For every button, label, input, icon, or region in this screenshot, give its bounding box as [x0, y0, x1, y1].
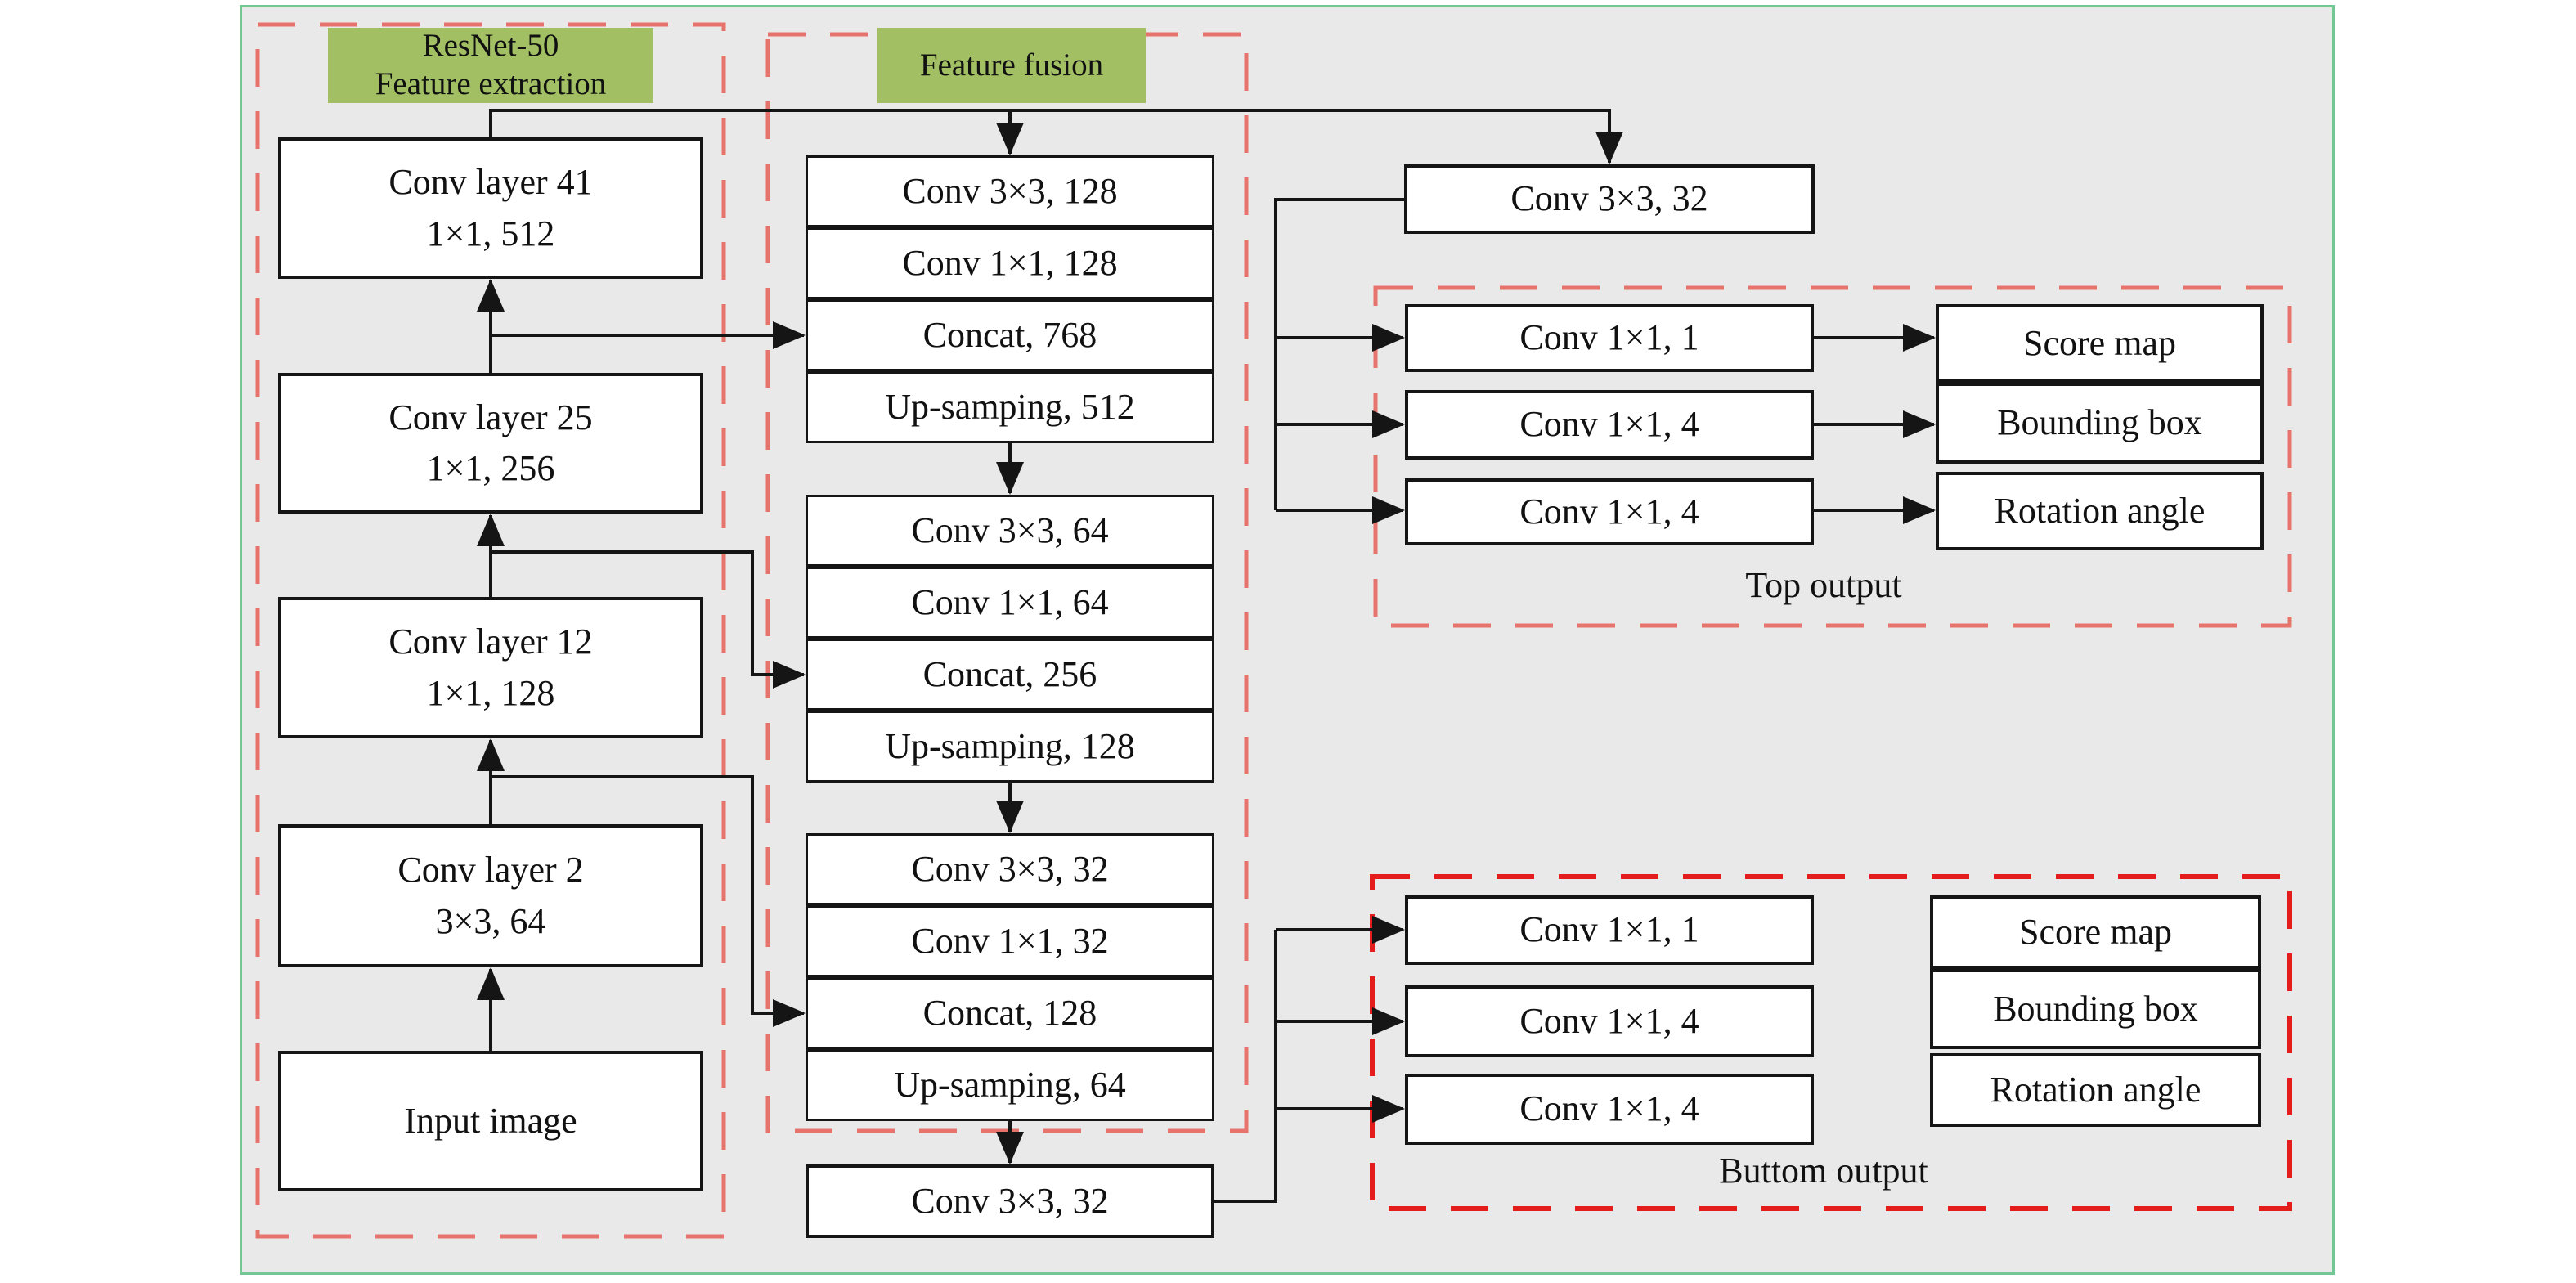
top-rotation-angle-text: Rotation angle [1994, 490, 2206, 531]
wire-top-feeder [1274, 198, 1404, 510]
fusion-final-conv-box: Conv 3×3, 32 [806, 1164, 1214, 1238]
conv-layer-25-box: Conv layer 25 1×1, 256 [278, 373, 703, 514]
fusion1-concat-box: Concat, 768 [806, 299, 1214, 371]
fusion2-upsample-box: Up-samping, 128 [806, 711, 1214, 783]
top-score-map-text: Score map [2023, 322, 2176, 363]
conv-layer-41-spec: 1×1, 512 [426, 213, 555, 253]
fusion3-conv3x3-box: Conv 3×3, 32 [806, 833, 1214, 905]
feature-fusion-region-border [765, 32, 1249, 1133]
top-conv-rotation-text: Conv 1×1, 4 [1519, 491, 1699, 532]
top-output-region-border [1373, 285, 2292, 628]
bottom-score-map-box: Score map [1930, 895, 2261, 969]
bottom-conv-rotation-text: Conv 1×1, 4 [1519, 1088, 1699, 1129]
top-output-label: Top output [1745, 565, 1902, 605]
feature-fusion-label: Feature fusion [877, 28, 1146, 103]
bottom-output-region-border [1370, 874, 2292, 1211]
feature-extraction-label-line2: Feature extraction [375, 66, 607, 101]
wire-skip-to-concat128 [491, 775, 806, 1027]
fusion3-conv1x1-box: Conv 1×1, 32 [806, 905, 1214, 977]
fusion1-upsample-box: Up-samping, 512 [806, 371, 1214, 443]
bottom-conv-bbox-box: Conv 1×1, 4 [1405, 985, 1814, 1057]
fusion-final-conv-text: Conv 3×3, 32 [911, 1180, 1109, 1221]
bottom-conv-rotation-box: Conv 1×1, 4 [1405, 1074, 1814, 1145]
fusion1-conv3x3-box: Conv 3×3, 128 [806, 155, 1214, 227]
bottom-bounding-box-text: Bounding box [1993, 988, 2198, 1029]
conv-layer-12-name: Conv layer 12 [388, 621, 593, 662]
top-bounding-box-text: Bounding box [1997, 402, 2202, 443]
fusion3-upsample-text: Up-samping, 64 [894, 1064, 1126, 1105]
top-preconv-box: Conv 3×3, 32 [1404, 164, 1815, 234]
feature-fusion-label-text: Feature fusion [919, 47, 1104, 83]
fusion1-upsample-text: Up-samping, 512 [885, 386, 1135, 427]
fusion3-upsample-box: Up-samping, 64 [806, 1049, 1214, 1121]
top-score-map-box: Score map [1936, 304, 2264, 383]
conv-layer-25-spec: 1×1, 256 [426, 448, 555, 488]
feature-extraction-label-line1: ResNet-50 [422, 28, 559, 64]
fusion2-conv3x3-text: Conv 3×3, 64 [911, 509, 1109, 550]
conv-layer-12-box: Conv layer 12 1×1, 128 [278, 597, 703, 738]
input-image-box: Input image [278, 1051, 703, 1191]
fusion2-conv1x1-box: Conv 1×1, 64 [806, 567, 1214, 639]
fusion2-conv3x3-box: Conv 3×3, 64 [806, 495, 1214, 567]
bottom-conv-bbox-text: Conv 1×1, 4 [1519, 1000, 1699, 1041]
conv-layer-2-name: Conv layer 2 [397, 850, 584, 890]
fusion3-concat-box: Concat, 128 [806, 977, 1214, 1049]
fusion1-conv3x3-text: Conv 3×3, 128 [902, 170, 1118, 211]
top-conv-bbox-box: Conv 1×1, 4 [1405, 390, 1814, 460]
feature-extraction-label: ResNet-50 Feature extraction [328, 28, 653, 103]
top-conv-score-box: Conv 1×1, 1 [1405, 304, 1814, 372]
fusion2-concat-text: Concat, 256 [922, 653, 1097, 694]
bottom-rotation-angle-text: Rotation angle [1990, 1069, 2201, 1110]
fusion1-conv1x1-text: Conv 1×1, 128 [902, 242, 1118, 283]
fusion2-upsample-text: Up-samping, 128 [885, 725, 1135, 766]
wire-top-bus [489, 109, 1623, 164]
conv-layer-41-box: Conv layer 41 1×1, 512 [278, 137, 703, 279]
wire-skip-to-concat256 [491, 550, 806, 689]
conv-layer-12-spec: 1×1, 128 [426, 672, 555, 713]
fusion1-conv1x1-box: Conv 1×1, 128 [806, 227, 1214, 299]
top-conv-bbox-text: Conv 1×1, 4 [1519, 404, 1699, 445]
top-rotation-angle-box: Rotation angle [1936, 472, 2264, 550]
bottom-score-map-text: Score map [2019, 911, 2172, 952]
top-conv-rotation-box: Conv 1×1, 4 [1405, 478, 1814, 545]
feature-extraction-region-border [255, 22, 726, 1239]
fusion3-conv3x3-text: Conv 3×3, 32 [911, 848, 1109, 889]
conv-layer-2-spec: 3×3, 64 [435, 900, 546, 941]
fusion1-concat-text: Concat, 768 [922, 314, 1097, 355]
top-conv-score-text: Conv 1×1, 1 [1519, 317, 1699, 358]
bottom-rotation-angle-box: Rotation angle [1930, 1053, 2261, 1127]
fusion3-conv1x1-text: Conv 1×1, 32 [911, 920, 1109, 961]
conv-layer-2-box: Conv layer 2 3×3, 64 [278, 824, 703, 967]
bottom-bounding-box-box: Bounding box [1930, 969, 2261, 1049]
bottom-conv-score-text: Conv 1×1, 1 [1519, 909, 1699, 950]
fusion3-concat-text: Concat, 128 [922, 992, 1097, 1033]
fusion2-conv1x1-text: Conv 1×1, 64 [911, 581, 1109, 622]
input-image-text: Input image [404, 1100, 577, 1141]
bottom-conv-score-box: Conv 1×1, 1 [1405, 895, 1814, 965]
conv-layer-25-name: Conv layer 25 [388, 397, 593, 437]
conv-layer-41-name: Conv layer 41 [388, 162, 593, 203]
bottom-output-label: Buttom output [1719, 1151, 1928, 1191]
top-bounding-box-box: Bounding box [1936, 383, 2264, 464]
fusion2-concat-box: Concat, 256 [806, 639, 1214, 711]
top-preconv-text: Conv 3×3, 32 [1510, 178, 1708, 219]
